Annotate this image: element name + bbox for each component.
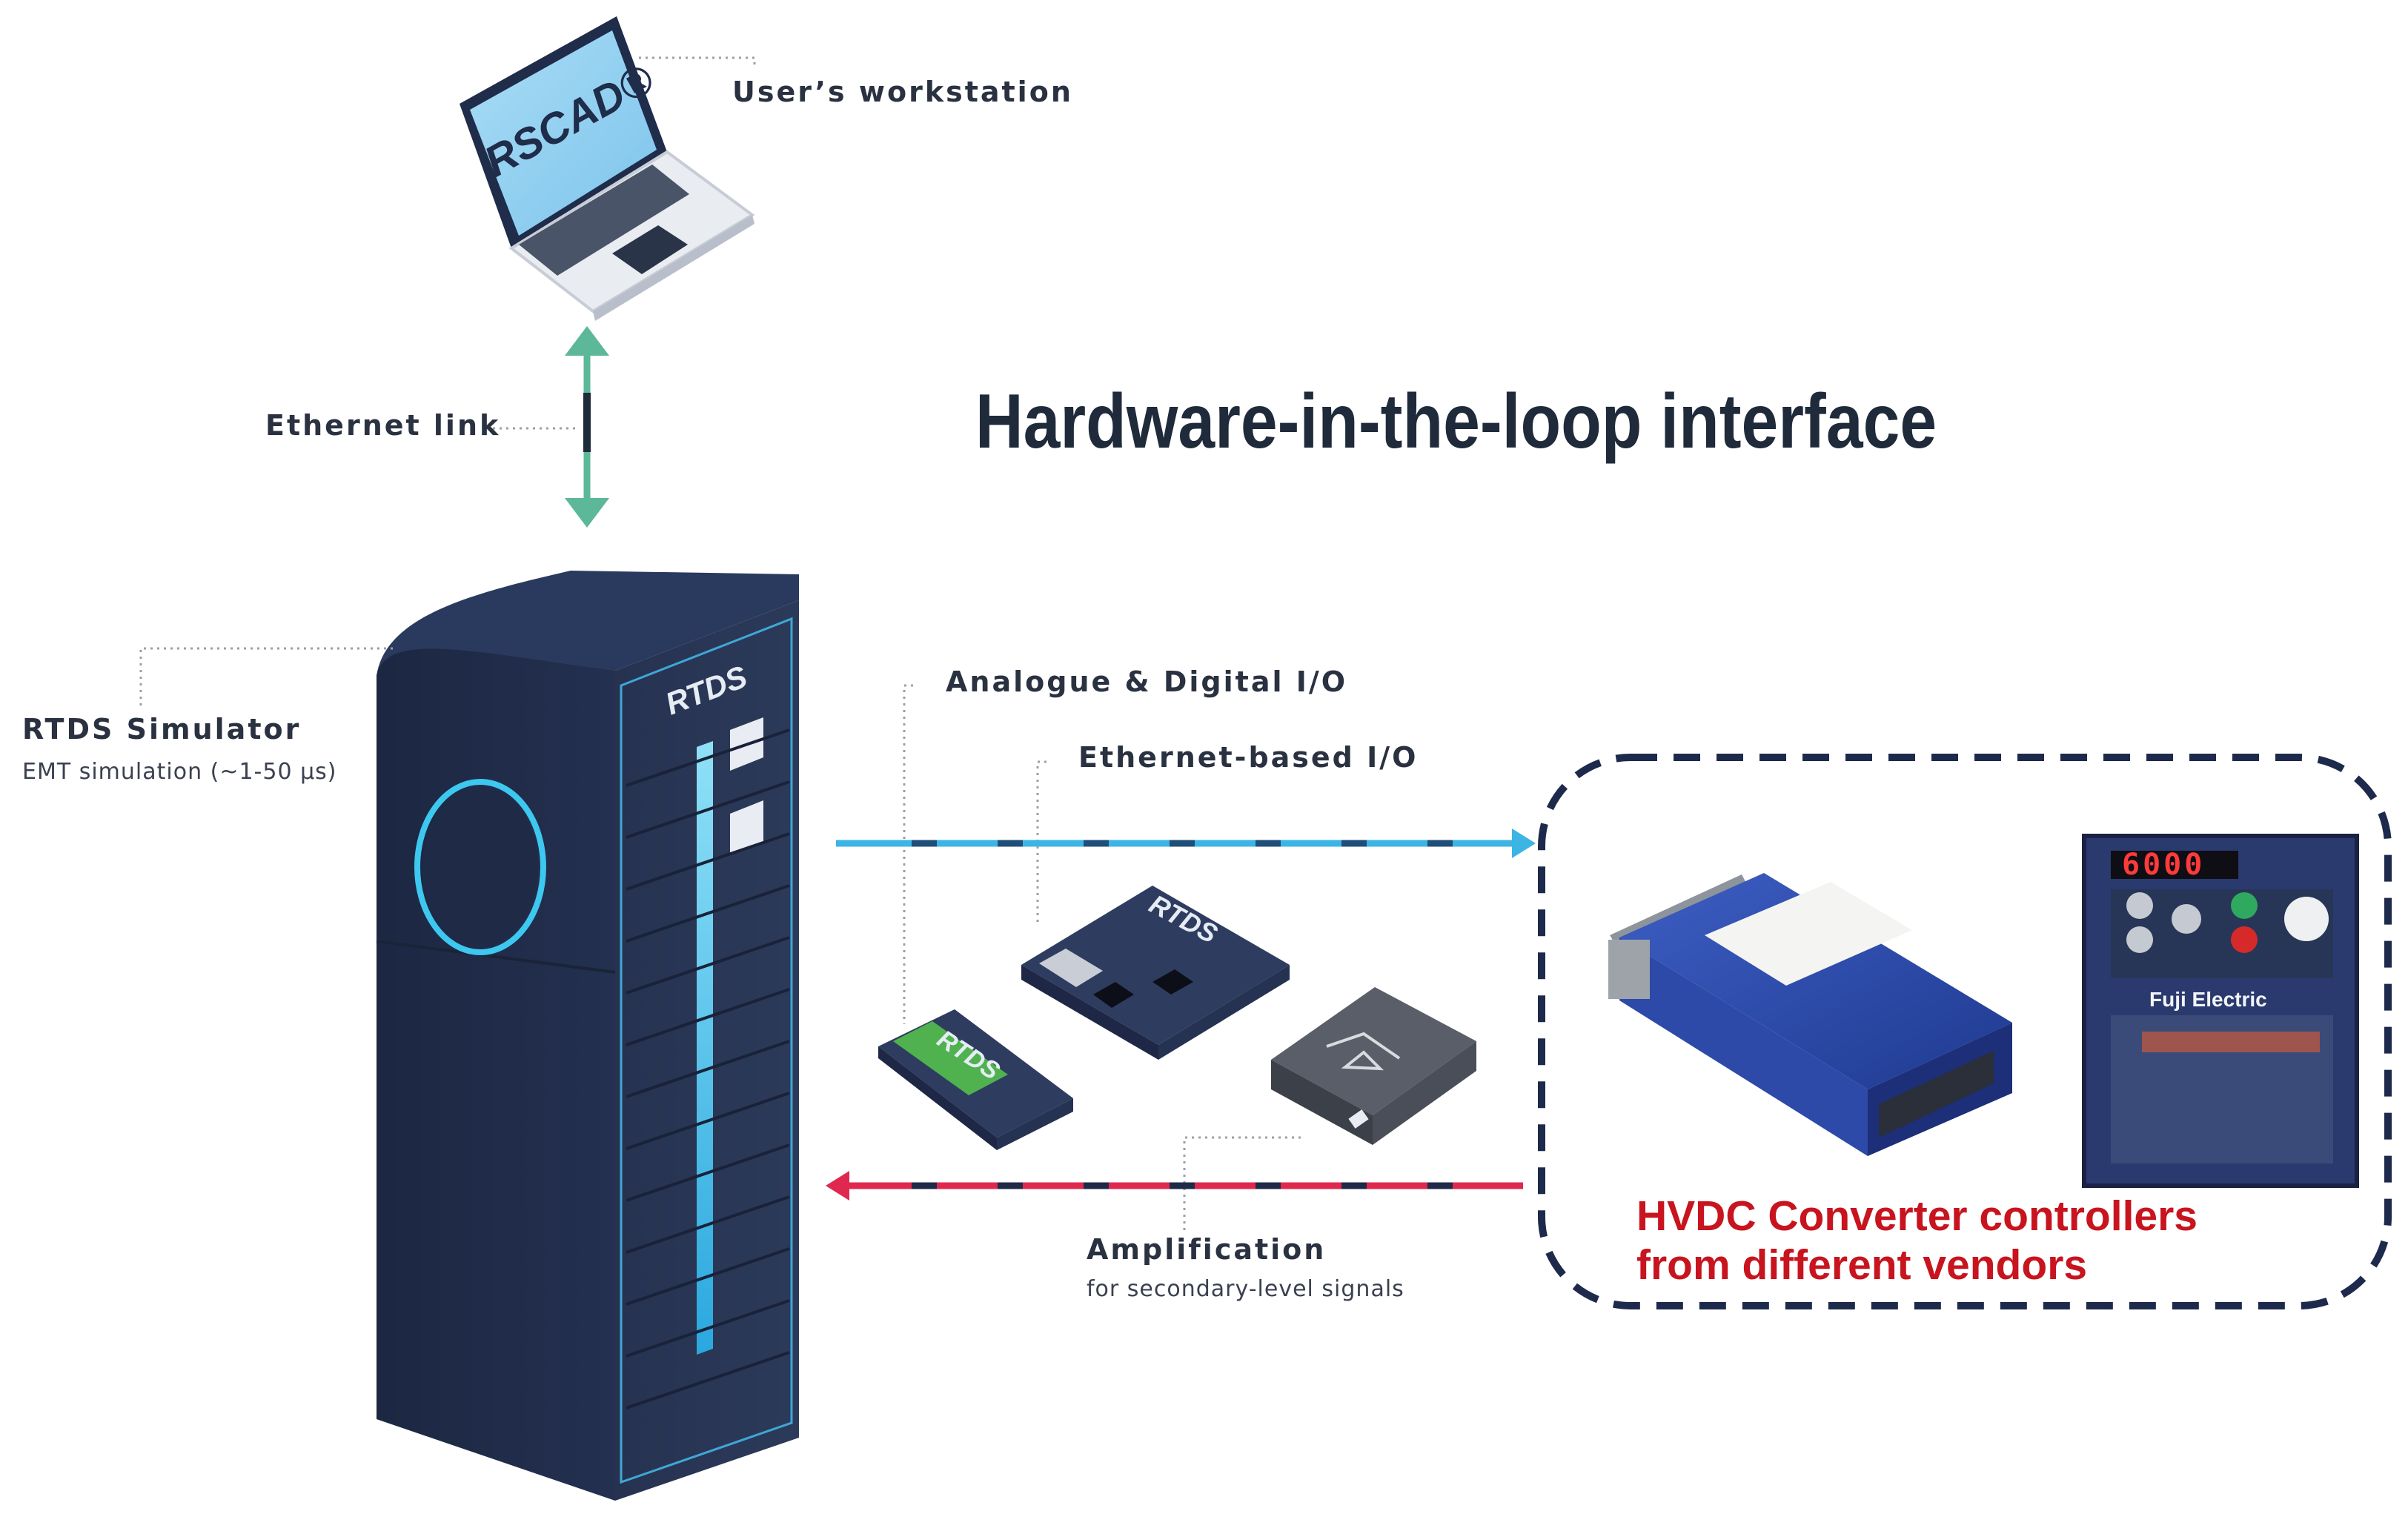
analogue-io-leader	[903, 684, 913, 1024]
drive-display-readout: 6000	[2122, 848, 2205, 882]
workstation-label: User’s workstation	[732, 76, 1073, 108]
amplifier-module-icon	[1271, 987, 1476, 1145]
output-signal-arrow	[836, 829, 1536, 858]
rtds-cabinet-icon	[376, 571, 799, 1501]
workstation-leader	[639, 56, 756, 68]
controller-device-2-icon	[2082, 834, 2359, 1188]
ethernet-io-module-icon	[1021, 886, 1290, 1060]
hvdc-controllers-frame	[1538, 754, 2392, 1309]
ethernet-link-arrow	[565, 326, 609, 528]
analogue-io-module-icon	[878, 1009, 1073, 1150]
simulator-label: RTDS Simulator	[22, 713, 302, 746]
input-signal-arrow	[826, 1171, 1523, 1201]
analogue-io-label: Analogue & Digital I/O	[946, 665, 1348, 698]
amplification-sublabel: for secondary-level signals	[1087, 1276, 1404, 1302]
page-title: Hardware-in-the-loop interface	[975, 379, 1937, 465]
cabinet-slots	[626, 728, 790, 1410]
ethernet-io-label: Ethernet-based I/O	[1078, 741, 1419, 774]
hvdc-caption-line-2: from different vendors	[1636, 1241, 2088, 1289]
simulator-sublabel: EMT simulation (~1-50 µs)	[22, 759, 337, 785]
simulator-leader	[139, 647, 393, 705]
amplification-label: Amplification	[1087, 1233, 1327, 1266]
controller-device-1-icon	[1608, 873, 2012, 1156]
hvdc-caption-line-1: HVDC Converter controllers	[1636, 1192, 2198, 1240]
ethernet-link-label: Ethernet link	[265, 409, 501, 442]
fuji-electric-logo: Fuji Electric	[2149, 988, 2267, 1011]
ethernet-io-leader	[1036, 760, 1047, 923]
hvdc-caption: HVDC Converter controllers from differen…	[1636, 1192, 2198, 1289]
laptop-icon	[460, 16, 755, 321]
